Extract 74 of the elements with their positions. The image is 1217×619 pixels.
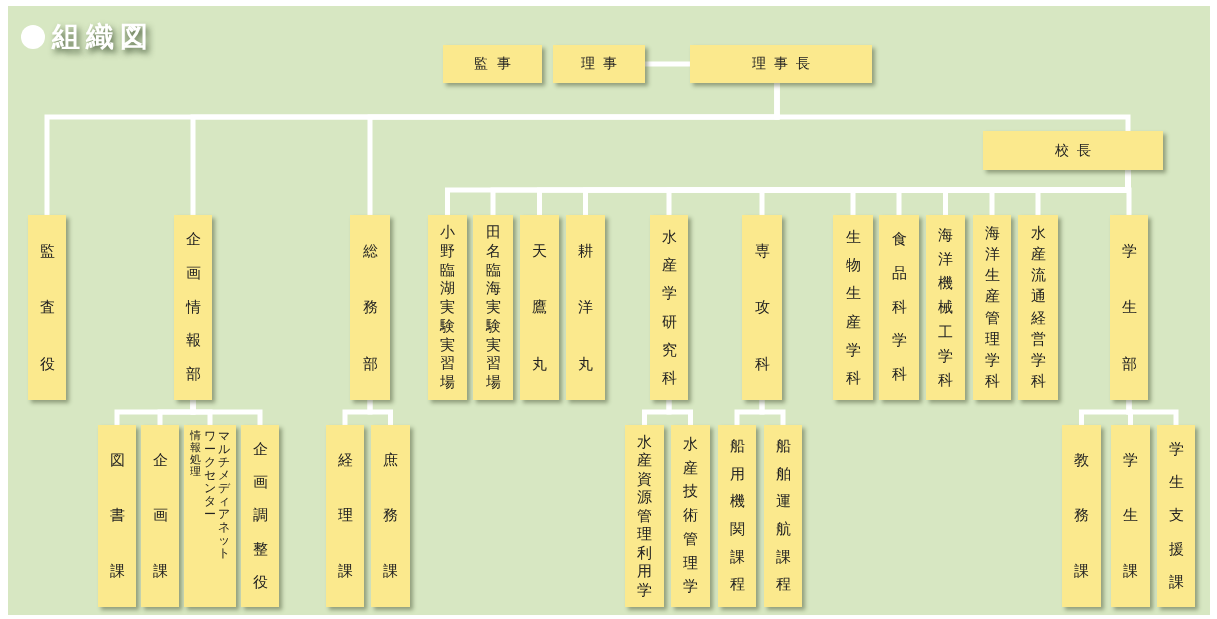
org-unit-box bbox=[473, 215, 513, 400]
chart-title: 組織図 bbox=[52, 19, 154, 55]
unit-name: 水産流通経営学科 bbox=[1030, 223, 1046, 392]
unit-name: 海洋機械工学科 bbox=[938, 225, 953, 391]
unit-name: 天鷹丸 bbox=[532, 241, 547, 375]
unit-name: 水産技術管理学 bbox=[683, 434, 698, 598]
connector-line bbox=[666, 400, 693, 425]
org-unit-box bbox=[443, 45, 542, 83]
org-unit-box bbox=[184, 425, 236, 607]
org-unit-box bbox=[973, 215, 1011, 400]
unit-name: 水産資源管理利用学 bbox=[637, 433, 652, 599]
unit-name: 学生支援課 bbox=[1168, 439, 1184, 593]
org-unit-box bbox=[520, 215, 559, 400]
org-unit-box bbox=[742, 215, 782, 400]
org-unit-box bbox=[690, 45, 872, 83]
org-unit-box bbox=[326, 425, 364, 607]
org-unit-box bbox=[553, 45, 645, 83]
org-unit-box bbox=[833, 215, 873, 400]
unit-name: 監事 bbox=[473, 55, 520, 73]
org-unit-box bbox=[350, 215, 390, 400]
org-unit-box bbox=[1018, 215, 1058, 400]
unit-name: 船舶運航課程 bbox=[775, 436, 791, 596]
org-unit-box bbox=[241, 425, 279, 607]
connector-line bbox=[367, 400, 393, 425]
unit-name: 水産学研究科 bbox=[661, 227, 677, 389]
unit-name: 専攻科 bbox=[754, 241, 770, 375]
org-unit-box bbox=[718, 425, 756, 607]
org-unit-box bbox=[174, 215, 212, 400]
org-unit-box bbox=[98, 425, 136, 607]
org-unit-box bbox=[764, 425, 802, 607]
unit-name: 情報処理 bbox=[190, 430, 201, 478]
connector-line bbox=[1126, 400, 1179, 425]
org-unit-box bbox=[1111, 425, 1150, 607]
unit-name: 学生課 bbox=[1123, 450, 1138, 582]
unit-name: 船用機関課程 bbox=[729, 436, 745, 596]
org-unit-box bbox=[371, 425, 410, 607]
unit-name: 総務部 bbox=[362, 241, 378, 375]
unit-name: 企画情報部 bbox=[185, 229, 201, 386]
unit-name: 教務課 bbox=[1074, 450, 1089, 582]
unit-name: 田名臨海実験実習場 bbox=[485, 223, 501, 392]
org-unit-box bbox=[879, 215, 919, 400]
unit-name: 図書課 bbox=[109, 450, 125, 582]
unit-name: 小野臨湖実験実習場 bbox=[440, 223, 455, 392]
org-unit-box bbox=[1062, 425, 1101, 607]
org-unit-box bbox=[428, 215, 467, 400]
org-unit-box bbox=[926, 215, 965, 400]
connector-line bbox=[1125, 170, 1132, 215]
org-unit-box bbox=[983, 131, 1163, 170]
unit-name: 生物生産学科 bbox=[845, 227, 861, 389]
org-unit-box bbox=[141, 425, 179, 607]
org-unit-box bbox=[625, 425, 664, 607]
connector-line bbox=[774, 83, 1131, 131]
unit-name: 企画調整役 bbox=[252, 439, 268, 593]
org-unit-box bbox=[566, 215, 605, 400]
org-unit-box bbox=[28, 215, 66, 400]
unit-name: 庶務課 bbox=[383, 450, 398, 582]
connector-line bbox=[190, 400, 263, 425]
unit-name: 企画課 bbox=[152, 450, 168, 582]
unit-name: 理事長 bbox=[750, 55, 819, 73]
org-unit-box bbox=[650, 215, 688, 400]
unit-name: 学生部 bbox=[1121, 241, 1137, 375]
unit-name: 理事 bbox=[579, 55, 626, 73]
unit-name: 校長 bbox=[1053, 141, 1100, 160]
unit-name: 耕洋丸 bbox=[578, 241, 593, 375]
unit-name: マルチメディアネットワークセンター bbox=[203, 430, 230, 560]
unit-name: 海洋生産管理学科 bbox=[984, 223, 1000, 392]
org-unit-box bbox=[1110, 215, 1148, 400]
unit-name: 経理課 bbox=[337, 450, 353, 582]
org-unit-box bbox=[671, 425, 710, 607]
unit-name: 食品科学科 bbox=[891, 229, 907, 386]
unit-name: 監査役 bbox=[39, 241, 55, 375]
connector-line bbox=[645, 61, 690, 67]
connector-line bbox=[759, 400, 786, 425]
org-unit-box bbox=[1157, 425, 1195, 607]
